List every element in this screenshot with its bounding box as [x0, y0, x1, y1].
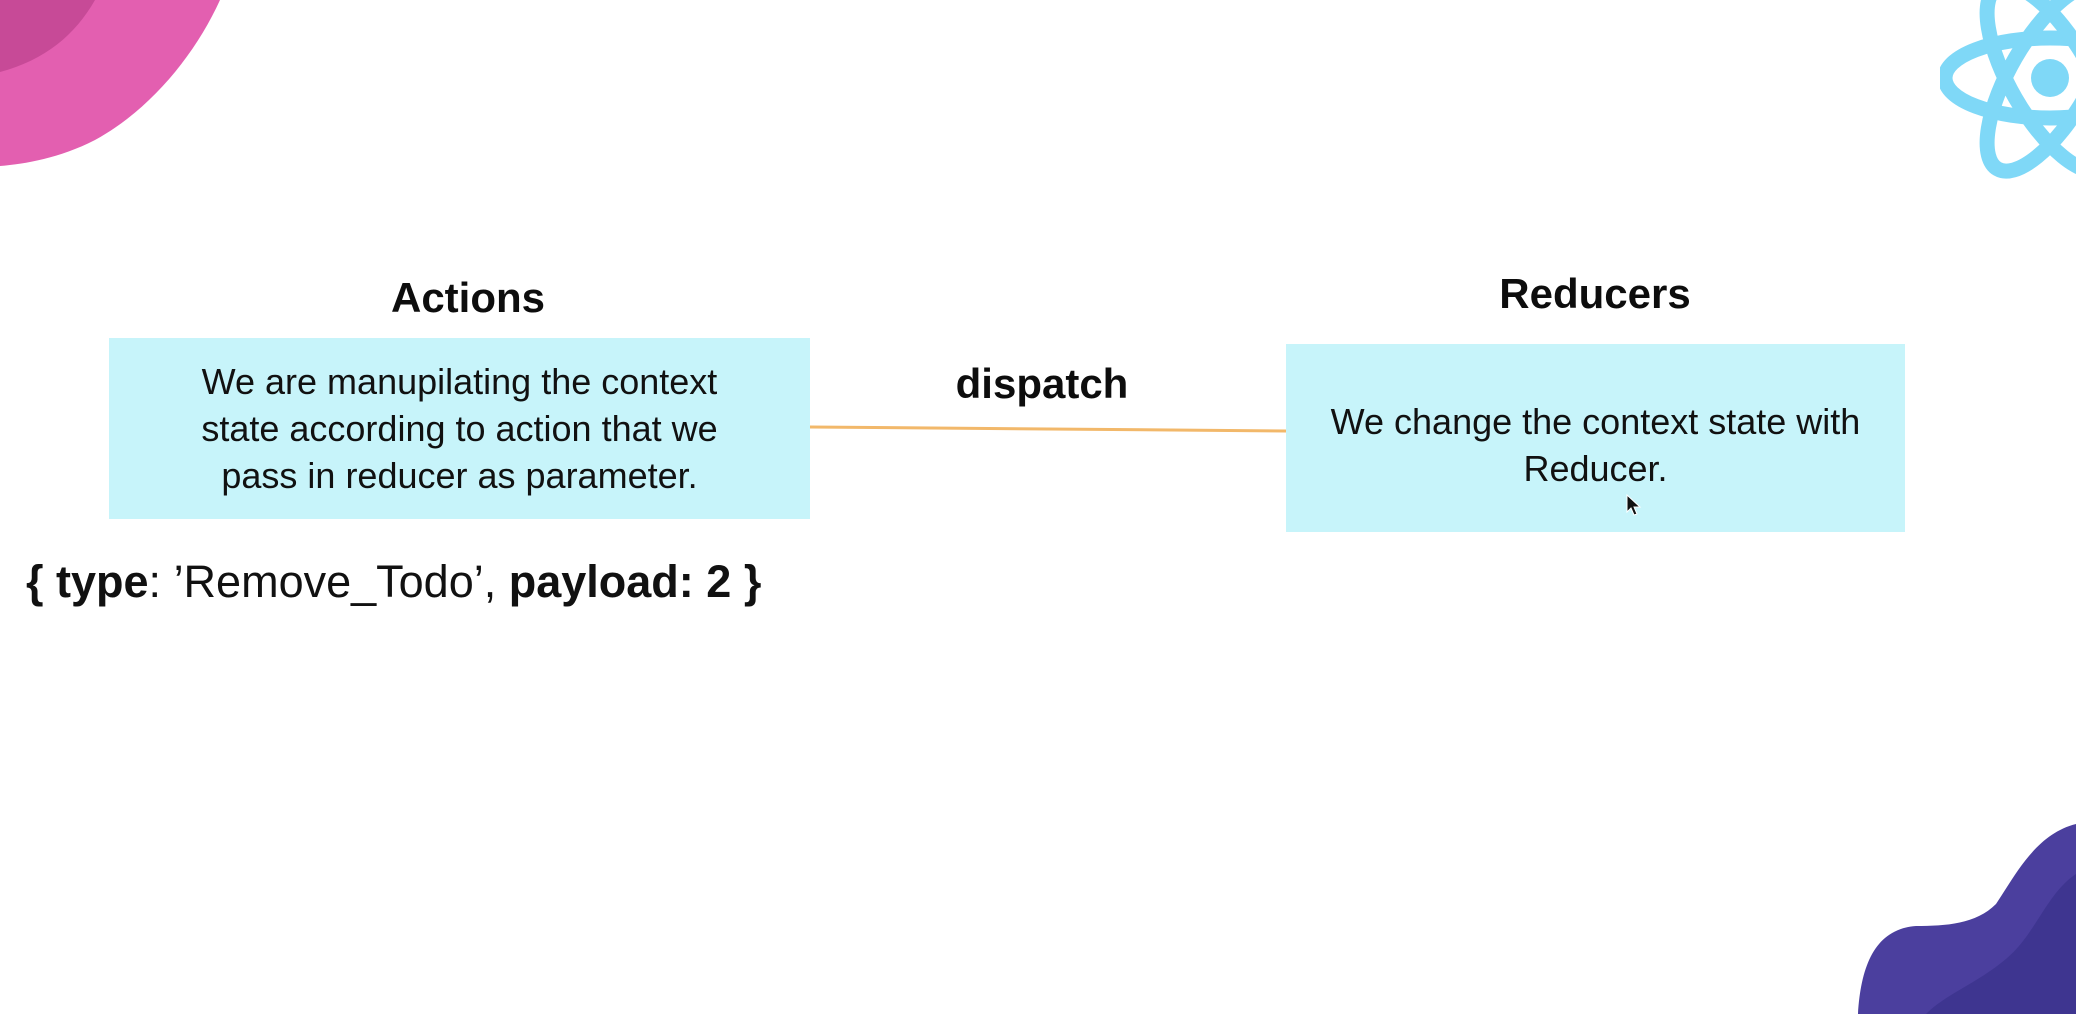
reducers-box: We change the context state with Reducer…	[1286, 344, 1905, 532]
type-value: ’Remove_Todo’	[173, 556, 484, 607]
reducers-description: We change the context state with Reducer…	[1330, 401, 1861, 489]
payload-key: payload:	[508, 556, 694, 607]
type-separator: :	[148, 556, 174, 607]
payload-value: 2 }	[693, 556, 762, 607]
mouse-pointer-icon	[1626, 494, 1642, 516]
comma-separator: ,	[483, 556, 509, 607]
type-key: type	[56, 556, 149, 607]
open-brace: {	[26, 556, 57, 607]
actions-description: We are manupilating the context state ac…	[201, 361, 718, 496]
dispatch-label: dispatch	[955, 360, 1129, 407]
actions-box: We are manupilating the context state ac…	[109, 338, 810, 519]
actions-heading: Actions	[390, 274, 545, 321]
action-object-example: { type: ’Remove_Todo’, payload: 2 }	[26, 556, 761, 608]
reducers-heading: Reducers	[1499, 270, 1691, 317]
